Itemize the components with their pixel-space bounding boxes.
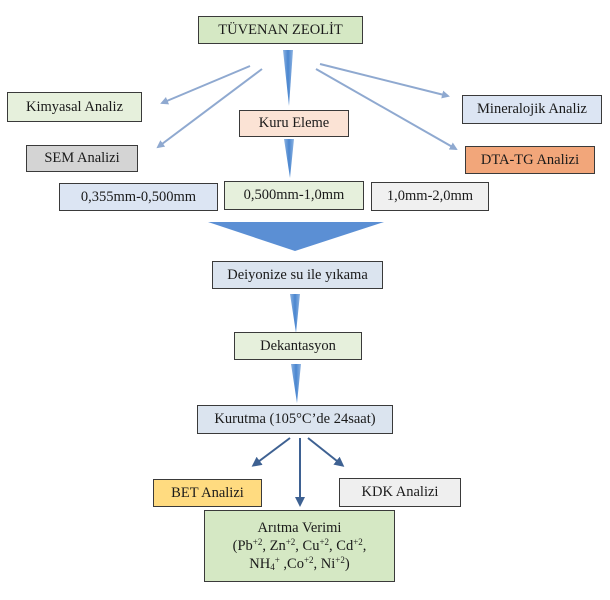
node-size-range-1-label: 0,355mm-0,500mm	[80, 188, 197, 205]
node-decantation-label: Dekantasyon	[260, 337, 336, 354]
node-bet-analysis-label: BET Analizi	[171, 484, 244, 501]
node-chemical-analysis-label: Kimyasal Analiz	[25, 98, 124, 115]
node-washing-label: Deiyonize su ile yıkama	[227, 266, 368, 283]
ion-cu-charge: +2	[319, 536, 330, 547]
node-size-range-2-label: 0,500mm-1,0mm	[243, 187, 345, 204]
node-chemical-analysis: Kimyasal Analiz	[7, 92, 142, 122]
arrow-to-dta-tg-analysis	[315, 68, 458, 150]
node-mineralogical-analysis-label: Mineralojik Analiz	[477, 101, 587, 118]
ion-nh-subscript: 4	[270, 562, 275, 573]
node-bet-analysis: BET Analizi	[153, 479, 262, 507]
node-size-range-2: 0,500mm-1,0mm	[224, 181, 364, 210]
ion-ni: , Ni	[313, 556, 336, 573]
paren-open: (	[232, 537, 238, 554]
arrow-to-kdk-analysis	[307, 437, 345, 467]
ion-ni-charge: +2	[335, 555, 345, 566]
node-raw-zeolite: TÜVENAN ZEOLİT	[198, 16, 363, 44]
treatment-ions-line-2: NH4+ ,Co+2, Ni+2)	[249, 555, 349, 573]
node-dry-sieving-label: Kuru Eleme	[258, 115, 330, 132]
ion-co-charge: +2	[303, 555, 314, 566]
wedge-to-dry-sieving	[283, 50, 293, 106]
wedge-to-washing	[208, 222, 384, 251]
ion-co: ,Co	[279, 556, 304, 573]
node-dta-tg-analysis-label: DTA-TG Analizi	[480, 151, 580, 168]
ion-cd-charge: +2	[353, 536, 363, 547]
ion-cu: , Cu	[295, 537, 320, 554]
node-size-range-1: 0,355mm-0,500mm	[59, 183, 218, 211]
node-treatment-efficiency: Arıtma Verimi (Pb+2, Zn+2, Cu+2, Cd+2, N…	[204, 510, 395, 582]
node-drying-label: Kurutma (105°C’de 24saat)	[214, 411, 376, 428]
ion-pb-charge: +2	[252, 536, 263, 547]
paren-close: )	[344, 556, 350, 573]
wedge-to-drying	[291, 364, 301, 403]
node-sem-analysis: SEM Analizi	[26, 145, 138, 172]
node-dta-tg-analysis: DTA-TG Analizi	[465, 146, 595, 174]
arrow-to-mineralogical-analysis	[319, 63, 450, 99]
node-raw-zeolite-label: TÜVENAN ZEOLİT	[218, 21, 343, 38]
node-kdk-analysis: KDK Analizi	[339, 478, 461, 507]
arrow-to-sem-analysis	[156, 68, 263, 149]
node-dry-sieving: Kuru Eleme	[239, 110, 349, 137]
node-decantation: Dekantasyon	[234, 332, 362, 360]
wedge-to-decantation	[290, 294, 300, 333]
ion-zn-charge: +2	[285, 536, 296, 547]
ion-nh-charge: +	[274, 555, 280, 566]
arrow-to-chemical-analysis	[160, 65, 251, 105]
node-washing: Deiyonize su ile yıkama	[212, 261, 383, 289]
arrow-to-bet-analysis	[251, 437, 291, 467]
wedge-to-sizes	[284, 139, 294, 178]
node-mineralogical-analysis: Mineralojik Analiz	[462, 95, 602, 124]
node-sem-analysis-label: SEM Analizi	[44, 150, 120, 167]
ion-separator: ,	[362, 537, 367, 554]
ion-cd: , Cd	[329, 537, 354, 554]
node-size-range-3: 1,0mm-2,0mm	[371, 182, 489, 211]
node-size-range-3-label: 1,0mm-2,0mm	[386, 188, 474, 205]
node-drying: Kurutma (105°C’de 24saat)	[197, 405, 393, 434]
treatment-ions-line-1: (Pb+2, Zn+2, Cu+2, Cd+2,	[233, 537, 367, 555]
node-kdk-analysis-label: KDK Analizi	[361, 484, 439, 501]
treatment-efficiency-title: Arıtma Verimi	[257, 519, 342, 536]
ion-nh: NH	[249, 556, 271, 573]
ion-zn: , Zn	[262, 537, 286, 554]
ion-pb: Pb	[237, 537, 253, 554]
